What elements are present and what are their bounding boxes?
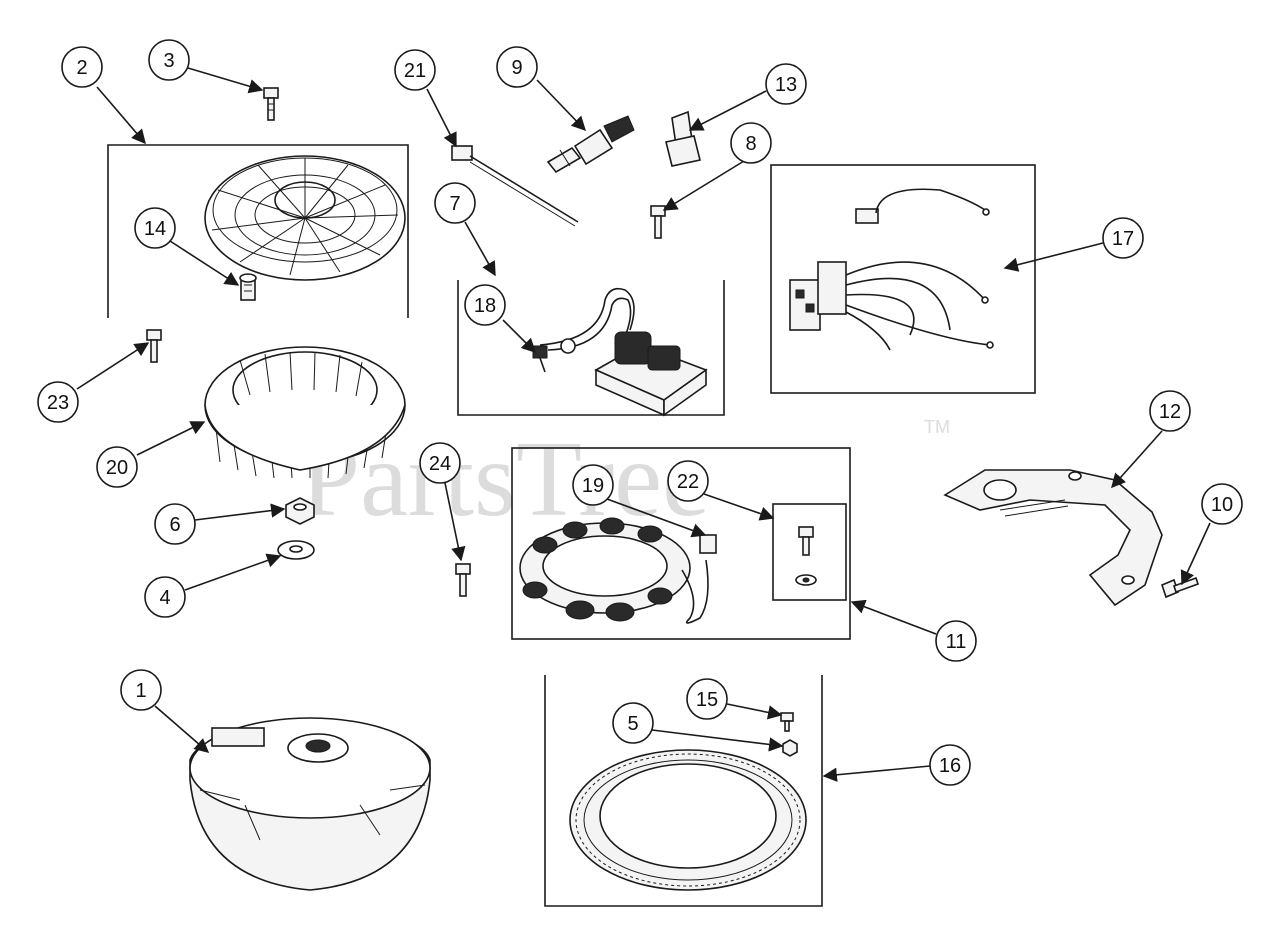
- box-stator-hardware: [772, 503, 847, 601]
- callout-15[interactable]: 15: [686, 678, 728, 720]
- svg-text:24: 24: [429, 453, 451, 475]
- box-wiring-harness: [770, 164, 1036, 394]
- spark-plug-boot: [665, 110, 701, 167]
- callout-14[interactable]: 14: [134, 207, 176, 249]
- svg-text:2: 2: [76, 57, 87, 79]
- flywheel-washer: [277, 540, 315, 560]
- ignition-coil: [539, 287, 708, 417]
- cable-tie: [451, 145, 579, 227]
- callout-20[interactable]: 20: [96, 446, 138, 488]
- bracket-ring-gear: [544, 675, 823, 907]
- callout-2[interactable]: 2: [61, 46, 103, 88]
- watermark-trademark: TM: [924, 417, 950, 437]
- svg-text:12: 12: [1159, 401, 1181, 423]
- svg-text:8: 8: [745, 133, 756, 155]
- svg-text:16: 16: [939, 755, 961, 777]
- callout-5[interactable]: 5: [612, 702, 654, 744]
- svg-text:17: 17: [1112, 228, 1134, 250]
- svg-text:13: 13: [775, 74, 797, 96]
- group-brackets: [107, 144, 1036, 907]
- screw-10: [1161, 576, 1200, 599]
- nut-5: [782, 739, 798, 757]
- svg-text:11: 11: [946, 631, 967, 653]
- callout-6[interactable]: 6: [154, 503, 196, 545]
- leader-lines: [76, 67, 1211, 782]
- svg-text:22: 22: [677, 471, 699, 493]
- svg-text:14: 14: [144, 218, 166, 240]
- callout-16[interactable]: 16: [929, 744, 971, 786]
- screw-15: [780, 712, 794, 732]
- callout-24[interactable]: 24: [419, 442, 461, 484]
- svg-text:4: 4: [159, 587, 170, 609]
- callout-12[interactable]: 12: [1149, 390, 1191, 432]
- svg-text:3: 3: [163, 50, 174, 72]
- svg-text:20: 20: [106, 457, 128, 479]
- callout-4[interactable]: 4: [144, 576, 186, 618]
- callout-13[interactable]: 13: [765, 63, 807, 105]
- svg-text:9: 9: [511, 57, 522, 79]
- callout-17[interactable]: 17: [1102, 217, 1144, 259]
- box-stator: [511, 447, 851, 640]
- screw-3: [263, 87, 279, 121]
- callouts: 2 3 21 9 13 8 14 7 17 18 23 12 24 20 19 …: [37, 39, 1243, 786]
- svg-text:21: 21: [404, 60, 426, 82]
- stator: [519, 517, 717, 624]
- callout-3[interactable]: 3: [148, 39, 190, 81]
- bracket-blower-housing: [107, 144, 409, 318]
- svg-text:5: 5: [627, 713, 638, 735]
- callout-9[interactable]: 9: [496, 46, 538, 88]
- flywheel: [189, 717, 431, 891]
- callout-22[interactable]: 22: [667, 460, 709, 502]
- svg-text:23: 23: [47, 392, 69, 414]
- svg-text:19: 19: [582, 475, 604, 497]
- svg-text:1: 1: [135, 680, 146, 702]
- callout-10[interactable]: 10: [1201, 483, 1243, 525]
- callout-7[interactable]: 7: [434, 182, 476, 224]
- callout-23[interactable]: 23: [37, 381, 79, 423]
- ring-gear: [569, 749, 807, 891]
- svg-text:18: 18: [474, 295, 496, 317]
- svg-text:6: 6: [169, 514, 180, 536]
- stator-backplate: [943, 469, 1163, 607]
- coil-terminal: [532, 345, 548, 373]
- callout-21[interactable]: 21: [394, 49, 436, 91]
- bolt-24: [455, 563, 471, 597]
- callout-19[interactable]: 19: [572, 464, 614, 506]
- blower-housing-screen: [204, 155, 406, 281]
- bolt-23: [146, 329, 162, 363]
- bracket-ignition-coil: [457, 280, 725, 416]
- callout-18[interactable]: 18: [464, 284, 506, 326]
- svg-text:7: 7: [449, 193, 460, 215]
- screen-bolt: [239, 273, 257, 301]
- spark-plug: [546, 115, 635, 174]
- stator-screw-washer: [795, 526, 817, 586]
- callout-1[interactable]: 1: [120, 669, 162, 711]
- svg-text:15: 15: [696, 689, 718, 711]
- svg-text:10: 10: [1211, 494, 1233, 516]
- flywheel-nut: [285, 497, 315, 525]
- callout-11[interactable]: 11: [935, 620, 977, 662]
- wiring-harness: [789, 188, 994, 351]
- watermark: PartsTree TM: [300, 417, 950, 539]
- callout-8[interactable]: 8: [730, 122, 772, 164]
- cooling-fan: [204, 346, 406, 479]
- screw-8: [650, 205, 666, 239]
